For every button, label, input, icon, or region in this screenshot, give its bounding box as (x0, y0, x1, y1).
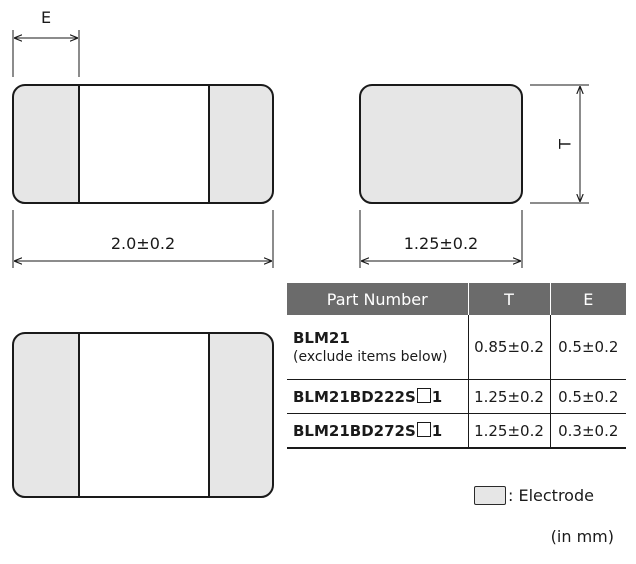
placeholder-box-icon (416, 421, 431, 437)
width-dimension-label: 1.25±0.2 (404, 234, 478, 253)
part-number-note: (exclude items below) (293, 349, 448, 365)
part-number: BLM21BD272S (293, 421, 416, 440)
electrode-swatch (474, 486, 506, 505)
header-e: E (549, 283, 626, 315)
top-view-chip (12, 84, 274, 204)
table-row: BLM21BD222S 1 1.25±0.2 0.5±0.2 (287, 379, 626, 414)
unit-note: (in mm) (550, 527, 614, 546)
table-header-row: Part Number T E (287, 283, 626, 315)
part-number-cell: BLM21BD272S 1 (287, 413, 468, 449)
header-t: T (467, 283, 550, 315)
part-number-suffix: 1 (431, 421, 443, 440)
part-number: BLM21 (293, 329, 350, 347)
e-value: 0.5±0.2 (549, 315, 626, 380)
bottom-view-chip (12, 332, 274, 498)
e-dimension-label: E (41, 8, 51, 27)
side-view-chip (359, 84, 523, 204)
width-dimension: 1.25±0.2 (359, 210, 523, 268)
part-number-suffix: 1 (431, 387, 443, 406)
length-dimension: 2.0±0.2 (12, 210, 274, 268)
length-dimension-label: 2.0±0.2 (111, 234, 175, 253)
table-row: BLM21BD272S 1 1.25±0.2 0.3±0.2 (287, 413, 626, 449)
thickness-dimension: T (530, 84, 589, 204)
dimension-table: Part Number T E BLM21 (exclude items bel… (287, 283, 626, 449)
part-number-cell: BLM21BD222S 1 (287, 379, 468, 414)
e-value: 0.5±0.2 (549, 379, 626, 414)
t-value: 0.85±0.2 (467, 315, 550, 380)
t-value: 1.25±0.2 (467, 379, 550, 414)
electrode-legend: : Electrode (474, 486, 594, 505)
header-part-number: Part Number (287, 283, 468, 315)
chip-center-body (79, 86, 209, 202)
placeholder-box-icon (416, 387, 431, 403)
t-value: 1.25±0.2 (467, 413, 550, 449)
table-row: BLM21 (exclude items below) 0.85±0.2 0.5… (287, 315, 626, 380)
part-number-cell: BLM21 (exclude items below) (287, 315, 468, 380)
bottom-chip-center-body (79, 334, 209, 496)
legend-label: : Electrode (508, 486, 594, 505)
e-value: 0.3±0.2 (549, 413, 626, 449)
electrode-width-dimension: E (12, 8, 80, 77)
part-number: BLM21BD222S (293, 387, 416, 406)
side-view-body (359, 84, 523, 204)
thickness-dimension-label: T (556, 139, 575, 150)
